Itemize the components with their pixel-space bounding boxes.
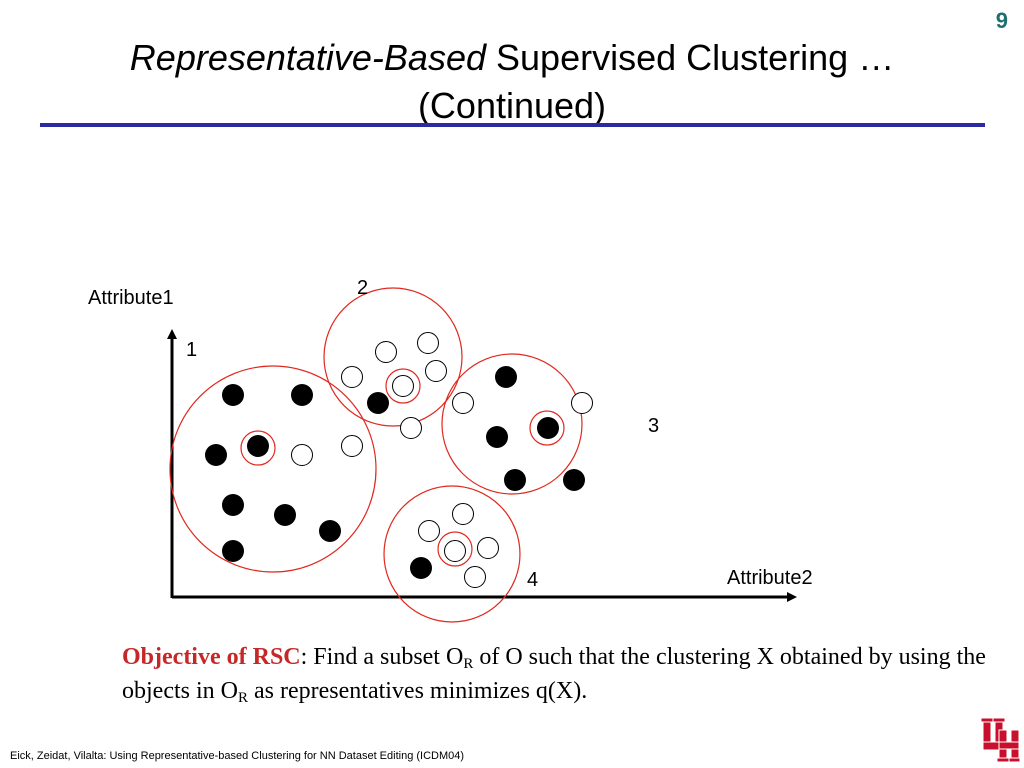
hollow-point: [452, 503, 474, 525]
title-rest: Supervised Clustering …: [496, 37, 895, 78]
clusters: [169, 287, 593, 623]
cluster-circle-3: [441, 353, 583, 495]
representative-ring-1: [240, 430, 276, 466]
hollow-point: [392, 375, 414, 397]
cluster-circle-2: [323, 287, 463, 427]
representative-ring-4: [437, 531, 473, 567]
hollow-point: [477, 537, 499, 559]
cluster-circle-1: [169, 365, 377, 573]
objective-statement: Objective of RSC: Find a subset OR of O …: [122, 640, 1012, 708]
university-logo: [980, 715, 1020, 763]
axes: [167, 329, 797, 602]
objective-label: Objective of RSC: [122, 644, 301, 670]
filled-point: [274, 504, 296, 526]
slide-title: Representative-Based Supervised Clusteri…: [40, 34, 984, 130]
filled-point: [504, 469, 526, 491]
filled-point: [367, 392, 389, 414]
title-italic: Representative-Based: [129, 37, 486, 78]
hollow-point: [418, 520, 440, 542]
hollow-point: [452, 392, 474, 414]
hollow-point: [291, 444, 313, 466]
x-axis-label: Attribute2: [727, 567, 813, 589]
hollow-point: [341, 435, 363, 457]
filled-point: [205, 444, 227, 466]
cluster-circle-4: [383, 485, 521, 623]
cluster-label-4: 4: [527, 569, 538, 591]
subscript-r-1: R: [463, 656, 474, 672]
cluster-label-2: 2: [357, 277, 368, 299]
slide-number: 9: [995, 8, 1008, 33]
cluster-label-1: 1: [186, 339, 197, 361]
title-underline: [40, 123, 985, 127]
hollow-point: [571, 392, 593, 414]
objective-text-b: of O such that the clustering X obtained…: [122, 644, 986, 704]
filled-point: [486, 426, 508, 448]
filled-point: [495, 366, 517, 388]
hollow-point: [417, 332, 439, 354]
hollow-point: [341, 366, 363, 388]
hollow-point: [425, 360, 447, 382]
filled-point: [222, 540, 244, 562]
representative-ring-3: [529, 410, 565, 446]
filled-point: [222, 494, 244, 516]
filled-point: [222, 384, 244, 406]
hollow-point: [400, 417, 422, 439]
footer-citation: Eick, Zeidat, Vilalta: Using Representat…: [10, 750, 465, 762]
cluster-labels: 1 2 3 4: [186, 277, 659, 591]
filled-point: [291, 384, 313, 406]
subscript-r-2: R: [237, 690, 248, 706]
filled-point: [247, 435, 269, 457]
filled-point: [563, 469, 585, 491]
hollow-point: [464, 566, 486, 588]
filled-point: [537, 417, 559, 439]
representative-ring-2: [385, 368, 421, 404]
filled-point: [319, 520, 341, 542]
hollow-point: [375, 341, 397, 363]
cluster-label-3: 3: [648, 415, 659, 437]
title-line-2: (Continued): [417, 85, 607, 126]
hollow-point: [444, 540, 466, 562]
title-line-1: Representative-Based Supervised Clusteri…: [40, 34, 984, 82]
objective-text-c: as representatives minimizes q(X).: [248, 678, 588, 704]
objective-text-a: : Find a subset O: [300, 644, 464, 670]
y-axis-label: Attribute1: [88, 287, 174, 309]
filled-point: [410, 557, 432, 579]
